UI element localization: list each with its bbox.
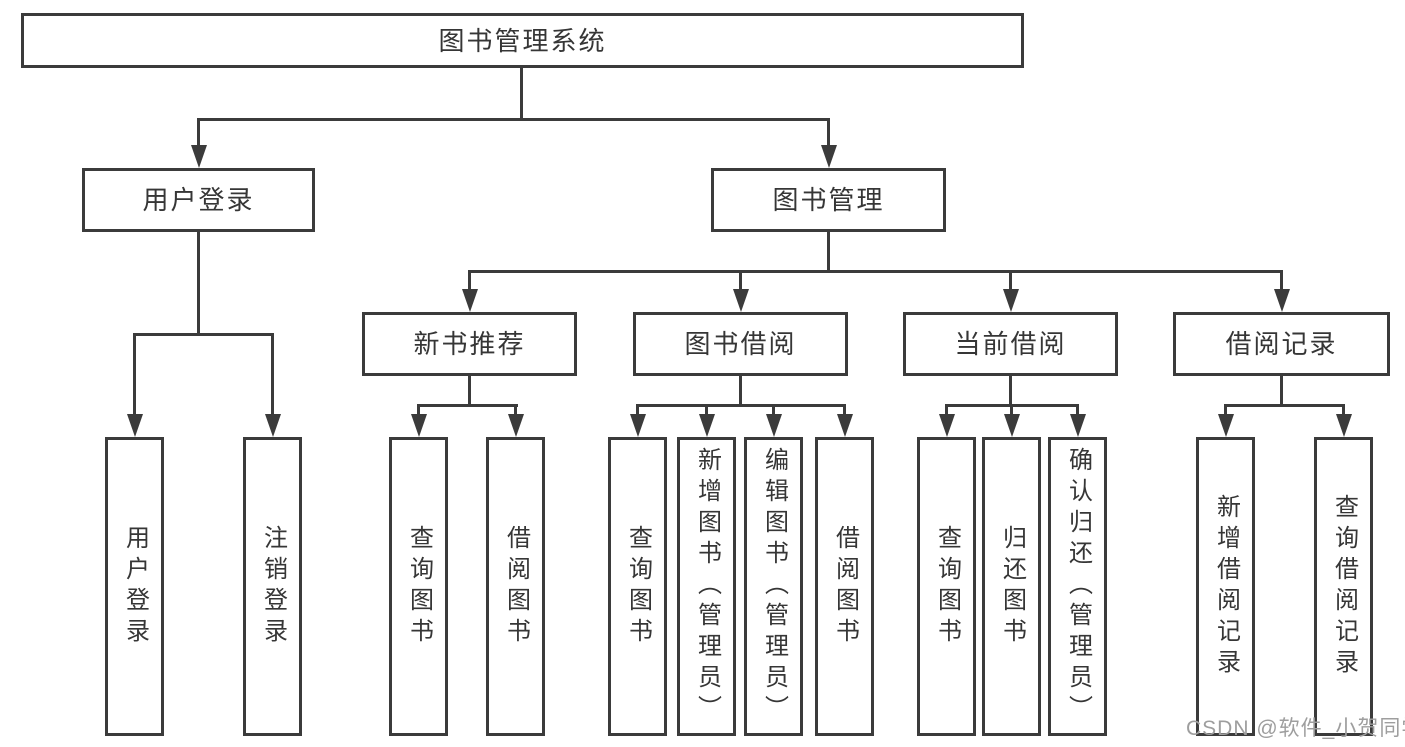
leaf-user-login: 用户登录 <box>105 437 164 736</box>
arrow-down-icon <box>1004 414 1020 437</box>
connector-line <box>1224 404 1345 407</box>
connector-line <box>1010 404 1013 416</box>
node-label: 图书管理系统 <box>438 25 607 56</box>
arrow-down-icon <box>1003 289 1019 312</box>
arrow-down-icon <box>733 289 749 312</box>
connector-line <box>197 118 200 148</box>
connector-line <box>772 404 775 416</box>
connector-line <box>636 404 639 416</box>
leaf-label: 用户登录 <box>121 524 149 649</box>
node-label: 借阅记录 <box>1225 329 1338 359</box>
arrow-down-icon <box>821 145 837 168</box>
leaf-query-books-borrowing: 查询图书 <box>608 437 667 736</box>
connector-line <box>417 404 518 407</box>
arrow-down-icon <box>699 414 715 437</box>
node-borrowing-records: 借阅记录 <box>1173 312 1390 376</box>
connector-line <box>1280 376 1283 407</box>
leaf-edit-book-admin: 编辑图书（管理员） <box>744 437 803 736</box>
watermark: CSDN @软件_小贺同学 <box>1186 717 1405 740</box>
connector-line <box>705 404 708 416</box>
connector-line <box>197 232 200 336</box>
leaf-label: 查询借阅记录 <box>1330 493 1358 680</box>
leaf-add-book-admin: 新增图书（管理员） <box>677 437 736 736</box>
connector-line <box>827 118 830 148</box>
connector-line <box>1280 270 1283 290</box>
leaf-label: 编辑图书（管理员） <box>760 447 788 726</box>
connector-line <box>520 66 523 120</box>
arrow-down-icon <box>508 414 524 437</box>
node-label: 图书管理 <box>772 185 885 215</box>
arrow-down-icon <box>191 145 207 168</box>
leaf-query-borrow-record: 查询借阅记录 <box>1314 437 1373 736</box>
connector-line <box>468 376 471 407</box>
node-label: 图书借阅 <box>684 329 797 359</box>
leaf-label: 注销登录 <box>259 524 287 649</box>
connector-line <box>197 118 830 121</box>
node-library-system: 图书管理系统 <box>21 13 1024 68</box>
connector-line <box>945 404 948 416</box>
leaf-label: 确认归还（管理员） <box>1064 447 1092 726</box>
connector-line <box>1342 404 1345 416</box>
leaf-query-books-current: 查询图书 <box>917 437 976 736</box>
arrow-down-icon <box>766 414 782 437</box>
connector-line <box>739 376 742 407</box>
node-label: 用户登录 <box>142 185 255 215</box>
connector-line <box>133 333 136 415</box>
leaf-borrow-books-recommend: 借阅图书 <box>486 437 545 736</box>
leaf-label: 借阅图书 <box>831 524 859 649</box>
connector-line <box>1224 404 1227 416</box>
leaf-confirm-return-admin: 确认归还（管理员） <box>1048 437 1107 736</box>
arrow-down-icon <box>1070 414 1086 437</box>
leaf-borrow-books-borrowing: 借阅图书 <box>815 437 874 736</box>
leaf-return-books: 归还图书 <box>982 437 1041 736</box>
connector-line <box>133 333 274 336</box>
connector-line <box>514 404 517 416</box>
connector-line <box>468 270 471 290</box>
leaf-label: 新增图书（管理员） <box>693 447 721 726</box>
arrow-down-icon <box>1218 414 1234 437</box>
node-new-book-recommendation: 新书推荐 <box>362 312 577 376</box>
arrow-down-icon <box>411 414 427 437</box>
connector-line <box>1009 376 1012 407</box>
leaf-label: 查询图书 <box>933 524 961 649</box>
connector-line <box>1076 404 1079 416</box>
arrow-down-icon <box>1274 289 1290 312</box>
leaf-query-books-recommend: 查询图书 <box>389 437 448 736</box>
connector-line <box>843 404 846 416</box>
arrow-down-icon <box>265 414 281 437</box>
connector-line <box>739 270 742 290</box>
leaf-label: 查询图书 <box>405 524 433 649</box>
leaf-label: 归还图书 <box>998 524 1026 649</box>
connector-line <box>271 333 274 415</box>
node-book-management: 图书管理 <box>711 168 946 232</box>
arrow-down-icon <box>939 414 955 437</box>
connector-line <box>417 404 420 416</box>
arrow-down-icon <box>837 414 853 437</box>
arrow-down-icon <box>127 414 143 437</box>
node-label: 新书推荐 <box>413 329 526 359</box>
node-current-borrowing: 当前借阅 <box>903 312 1118 376</box>
connector-line <box>1009 270 1012 290</box>
node-label: 当前借阅 <box>954 329 1067 359</box>
node-book-borrowing: 图书借阅 <box>633 312 848 376</box>
connector-line <box>468 270 1283 273</box>
leaf-label: 新增借阅记录 <box>1212 493 1240 680</box>
arrow-down-icon <box>1336 414 1352 437</box>
node-user-login: 用户登录 <box>82 168 315 232</box>
connector-line <box>636 404 846 407</box>
leaf-logout: 注销登录 <box>243 437 302 736</box>
leaf-label: 查询图书 <box>624 524 652 649</box>
leaf-add-borrow-record: 新增借阅记录 <box>1196 437 1255 736</box>
arrow-down-icon <box>630 414 646 437</box>
connector-line <box>827 232 830 273</box>
leaf-label: 借阅图书 <box>502 524 530 649</box>
arrow-down-icon <box>462 289 478 312</box>
